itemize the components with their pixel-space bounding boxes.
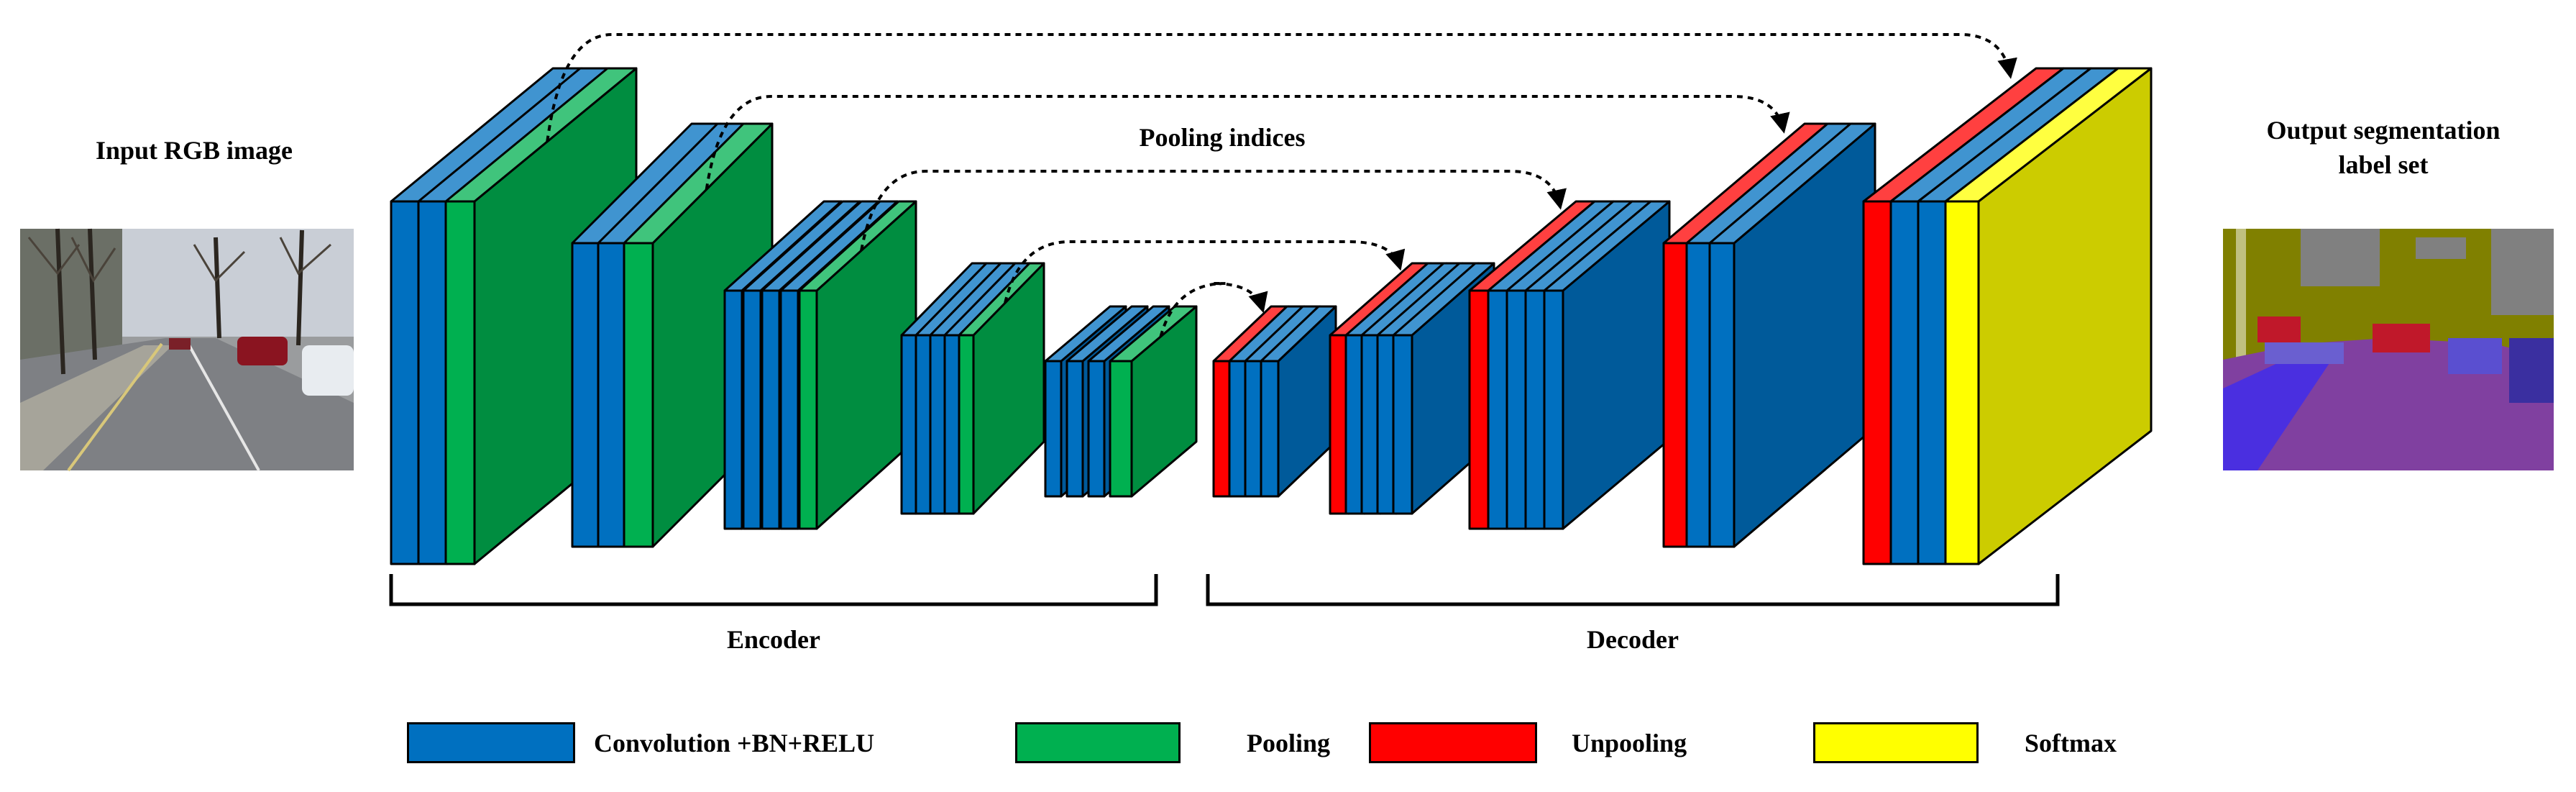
legend-label-pooling: Pooling [1247,729,1331,757]
legend-swatch-unpooling [1369,722,1537,763]
legend-label-unpooling: Unpooling [1572,729,1687,757]
pooling-indices-arrows [546,33,2017,337]
legend-swatch-conv [407,722,575,763]
decoder-stage-3-conv-3-front [1505,289,1527,530]
encoder-stage-5-conv-1-front [1044,360,1063,498]
output-segmentation-image [2223,229,2554,470]
legend-label-softmax: Softmax [2025,729,2117,757]
encoder-stage-2-conv-2-front [597,242,628,548]
decoder-stage-3-conv-5 [1543,200,1671,530]
output-label-line1: Output segmentation [2266,116,2501,145]
encoder-stage-3-pool-5 [798,200,917,530]
legend-swatch-pooling [1015,722,1181,763]
output-label-line2: label set [2338,150,2429,179]
decoder-stage-3-unpool-1-front [1468,289,1490,530]
encoder-stage-5-pool-4 [1109,305,1198,498]
decoder-stage-4-conv-3 [1708,122,1876,548]
decoder-stage-3-conv-4-front [1524,289,1546,530]
encoder-stage-5-pool-4-front [1109,360,1133,498]
encoder-stage-3-conv-2-front [742,289,762,530]
encoder-stage-3-conv-3-front [761,289,781,530]
pooling-indices-arrow-1 [546,33,2017,142]
decoder-stage-4-conv-3-front [1708,242,1736,548]
encoder-stage-3-conv-1-front [723,289,743,530]
encoder-stage-5-conv-2-front [1065,360,1084,498]
encoder-stage-4-conv-1-front [900,334,917,515]
decoder-stage-2-conv-5-front [1392,334,1413,515]
pooling-indices-label: Pooling indices [1139,123,1306,152]
encoder-stage-4-conv-4-front [943,334,961,515]
decoder-stage-1-conv-4 [1260,305,1337,498]
legend-swatch-softmax [1813,722,1979,763]
decoder-stage-4-conv-2-front [1685,242,1713,548]
decoder-stage-5-conv-3-front [1917,200,1947,565]
encoder-stage-1-conv-1-front [390,200,421,565]
decoder-stage-5-unpool-1-front [1862,200,1892,565]
encoder-bracket [389,574,1158,606]
legend-label-conv: Convolution +BN+RELU [594,729,875,757]
decoder-stage-3-conv-5-front [1543,289,1564,530]
decoder-stage-5-softmax-4-front [1944,200,1980,565]
input-rgb-image [20,228,354,472]
decoder-stage-1-conv-4-front [1260,360,1280,498]
encoder-label: Encoder [727,625,820,654]
encoder-stage-1-conv-2-front [417,200,449,565]
pooling-indices-arrow-2 [705,95,1790,190]
decoder-stage-3-conv-2-front [1487,289,1508,530]
encoder-stage-4-conv-2-front [915,334,932,515]
encoder-stage-4-pool-5 [958,262,1045,515]
network-blocks [390,67,2153,565]
encoder-stage-5-conv-3-front [1087,360,1106,498]
decoder-bracket [1206,574,2060,606]
pooling-indices-arrow-5 [1159,282,1268,337]
encoder-stage-3-conv-4-front [779,289,799,530]
encoder-stage-2-conv-1-front [571,242,602,548]
input-image-label: Input RGB image [95,136,293,165]
encoder-stage-3-pool-5-front [798,289,818,530]
encoder-stage-4-pool-5-front [958,334,975,515]
decoder-label: Decoder [1587,625,1679,654]
decoder-stage-1-unpool-1-front [1212,360,1232,498]
decoder-stage-5-softmax-4 [1944,67,2153,565]
encoder-stage-2-pool-3-front [623,242,654,548]
decoder-stage-4-unpool-1-front [1662,242,1690,548]
encoder-stage-4-conv-3-front [929,334,946,515]
decoder-stage-5-conv-2-front [1889,200,1920,565]
pooling-indices-arrow-3 [860,170,1567,251]
encoder-stage-1-pool-3-front [444,200,476,565]
decoder-stage-1-conv-2-front [1228,360,1248,498]
pooling-indices-arrow-4 [1004,240,1406,304]
decoder-stage-1-conv-3-front [1244,360,1264,498]
